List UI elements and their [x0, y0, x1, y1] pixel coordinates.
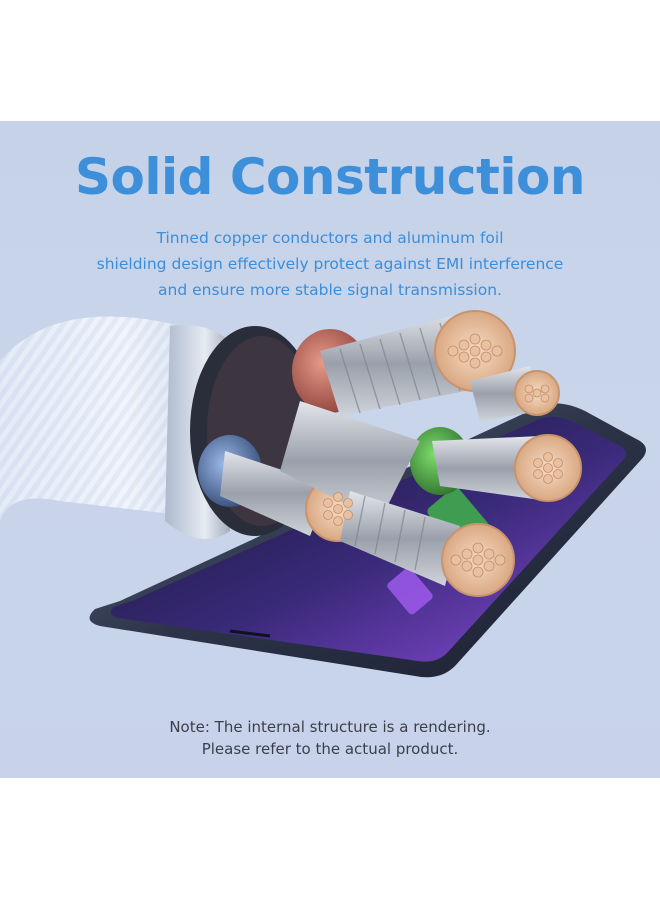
description-line-3: and ensure more stable signal transmissi…: [158, 281, 502, 299]
note-line-1: Note: The internal structure is a render…: [169, 718, 491, 736]
banner-description: Tinned copper conductors and aluminum fo…: [60, 225, 600, 303]
product-banner: Solid Construction Tinned copper conduct…: [0, 121, 660, 778]
note-line-2: Please refer to the actual product.: [201, 740, 459, 758]
copper-strand-detail: [323, 333, 563, 578]
banner-heading: Solid Construction: [74, 148, 586, 206]
green-insulated-conductor: [410, 427, 582, 502]
cable-cross-section-illustration: [0, 310, 646, 678]
rendering-note: Note: The internal structure is a render…: [0, 716, 660, 760]
description-line-1: Tinned copper conductors and aluminum fo…: [156, 229, 504, 247]
description-line-2: shielding design effectively protect aga…: [96, 255, 564, 273]
